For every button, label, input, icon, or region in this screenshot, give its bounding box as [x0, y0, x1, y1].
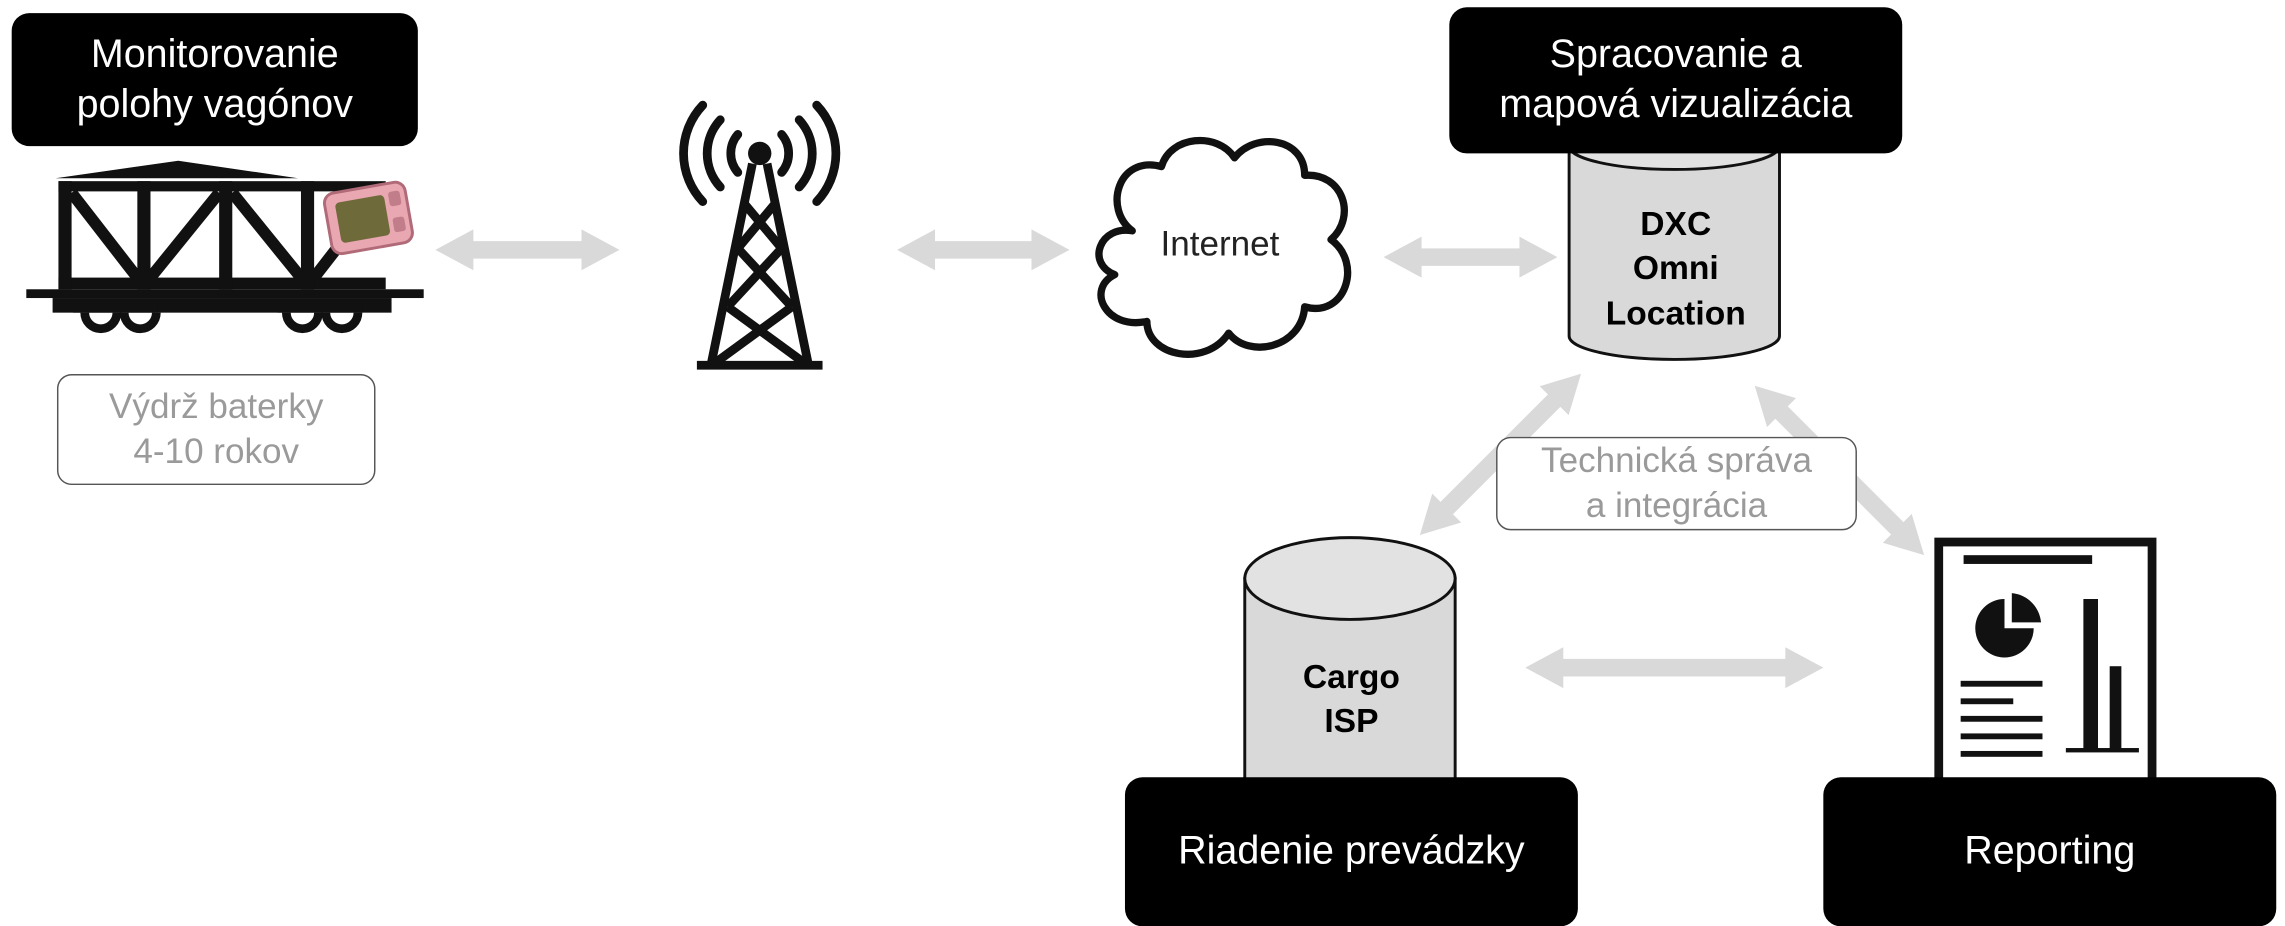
freight-wagon-icon	[26, 160, 424, 334]
dxc-omni-location-label: DXC Omni Location	[1605, 204, 1746, 332]
arrow-internet-dxc	[1383, 236, 1558, 278]
traffic-control-label-box: Riadenie prevádzky	[1124, 777, 1578, 926]
database-icon	[1243, 536, 1457, 794]
internet-label: Internet	[1160, 224, 1280, 265]
internet-cloud-icon	[1095, 136, 1352, 358]
cargo-isp-label: Cargo ISP	[1302, 657, 1400, 740]
technical-management-note: Technická správa a integrácia	[1496, 436, 1857, 531]
processing-label-box: Spracovanie a mapová vizualizácia	[1449, 7, 1903, 154]
gps-tracker-icon	[322, 180, 414, 256]
radio-tower-icon	[679, 100, 841, 370]
arrow-tower-internet	[897, 229, 1070, 271]
battery-life-note: Výdrž baterky 4-10 rokov	[56, 374, 376, 486]
reporting-label-box: Reporting	[1823, 777, 2277, 926]
monitoring-label-box: Monitorovanie polohy vagónov	[11, 13, 418, 147]
arrow-cargo-reporting	[1525, 647, 1824, 689]
arrow-wagon-tower	[435, 229, 620, 271]
report-document-icon	[1934, 537, 2157, 795]
